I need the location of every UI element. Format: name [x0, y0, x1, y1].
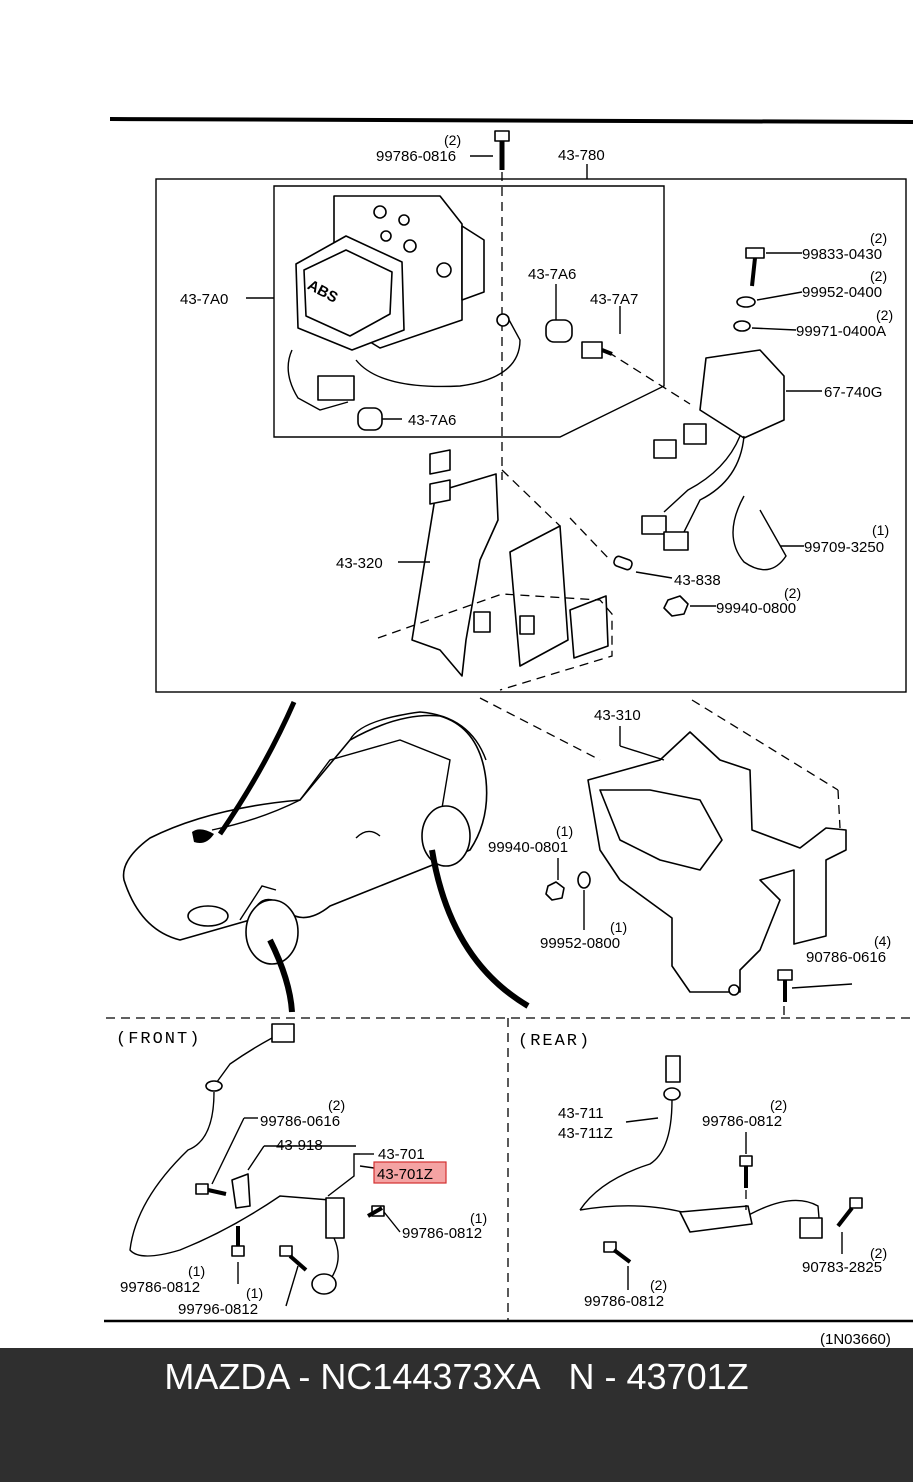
car-illustration — [122, 711, 488, 965]
nut-99940-0800[interactable] — [663, 595, 689, 617]
label-43-310: 43-310 — [594, 707, 641, 724]
bushing-43-7a6-lower[interactable] — [357, 407, 383, 431]
footer-bar — [0, 1348, 913, 1482]
label-99940-0801: 99940-0801 — [488, 839, 568, 856]
label-43-711z: 43-711Z — [558, 1125, 613, 1142]
nut-99940-0801[interactable] — [545, 881, 565, 901]
spring-43-838[interactable] — [613, 555, 633, 571]
hydraulic-unit-subframe — [273, 185, 665, 438]
label-99786-0812-rear-a: 99786-0812 — [702, 1113, 782, 1130]
label-43-701z[interactable]: 43-701Z — [377, 1166, 433, 1183]
label-90783-2825: 90783-2825 — [802, 1259, 882, 1276]
label-99786-0816: 99786-0816 — [376, 148, 456, 165]
callout-front — [267, 938, 295, 1013]
label-99940-0800: 99940-0800 — [716, 600, 796, 617]
label-43-7a6-upper: 43-7A6 — [528, 266, 576, 283]
clip-43-918[interactable] — [231, 1173, 251, 1209]
qty-99786-0812-front-a: (1) — [188, 1263, 205, 1279]
washer-99971-0400a[interactable] — [733, 320, 751, 332]
qty-99796-0812: (1) — [246, 1285, 263, 1301]
section-front: (FRONT) — [116, 1030, 201, 1049]
rear-abs-sensor-harness[interactable] — [579, 1055, 823, 1239]
bracket-43-310[interactable] — [587, 731, 847, 996]
bushing-43-7a6[interactable] — [545, 319, 573, 343]
qty-99786-0816: (2) — [444, 132, 461, 148]
cable-band-99709-3250[interactable] — [732, 495, 787, 571]
abs-control-module[interactable] — [641, 349, 785, 551]
screw-99833-0430[interactable] — [745, 247, 765, 287]
label-99786-0616: 99786-0616 — [260, 1113, 340, 1130]
qty-99786-0812-rear-a: (2) — [770, 1097, 787, 1113]
qty-99940-0800: (2) — [784, 585, 801, 601]
collar-43-7a7[interactable] — [581, 341, 613, 359]
washer-99952-0400[interactable] — [736, 296, 756, 308]
qty-99833-0430: (2) — [870, 230, 887, 246]
washer-99952-0800[interactable] — [577, 871, 591, 889]
bolt-99786-0816[interactable] — [494, 130, 510, 170]
label-90786-0616: 90786-0616 — [806, 949, 886, 966]
bolt-99786-0616-front[interactable] — [195, 1183, 227, 1196]
label-99709-3250: 99709-3250 — [804, 539, 884, 556]
callout-abs — [217, 700, 297, 836]
bolt-90783-2825[interactable] — [836, 1197, 863, 1228]
qty-90786-0616: (4) — [874, 933, 891, 949]
abs-hydraulic-unit[interactable] — [287, 195, 521, 411]
label-99786-0812-rear-b: 99786-0812 — [584, 1293, 664, 1310]
label-99796-0812: 99796-0812 — [178, 1301, 258, 1318]
qty-99952-0800: (1) — [610, 919, 627, 935]
bolt-99786-0812-front-a[interactable] — [231, 1226, 245, 1257]
label-43-7a7: 43-7A7 — [590, 291, 638, 308]
label-43-918: 43-918 — [276, 1137, 323, 1154]
label-99952-0800: 99952-0800 — [540, 935, 620, 952]
top-rule — [109, 117, 913, 124]
qty-99940-0801: (1) — [556, 823, 573, 839]
bolt-99796-0812[interactable] — [279, 1245, 308, 1272]
label-99971-0400a: 99971-0400A — [796, 323, 886, 340]
assembly-frame — [155, 178, 907, 693]
qty-99971-0400a: (2) — [876, 307, 893, 323]
label-43-780: 43-780 — [558, 147, 605, 164]
label-67-740g: 67-740G — [824, 384, 882, 401]
label-99786-0812-front-b: 99786-0812 — [402, 1225, 482, 1242]
label-43-838: 43-838 — [674, 572, 721, 589]
qty-90783-2825: (2) — [870, 1245, 887, 1261]
label-43-7a0: 43-7A0 — [180, 291, 228, 308]
bolt-90786-0616[interactable] — [777, 969, 793, 1002]
label-43-320: 43-320 — [336, 555, 383, 572]
bolt-99786-0812-rear-a[interactable] — [739, 1155, 753, 1188]
label-43-7a6-lower: 43-7A6 — [408, 412, 456, 429]
label-99786-0812-front-a: 99786-0812 — [120, 1279, 200, 1296]
qty-99786-0812-rear-b: (2) — [650, 1277, 667, 1293]
label-43-711: 43-711 — [558, 1105, 604, 1122]
section-rear: (REAR) — [518, 1032, 591, 1051]
label-99952-0400: 99952-0400 — [802, 284, 882, 301]
label-99833-0430: 99833-0430 — [802, 246, 882, 263]
bracket-43-320[interactable] — [411, 449, 609, 677]
qty-99786-0616: (2) — [328, 1097, 345, 1113]
callout-rear — [429, 849, 530, 1009]
front-abs-sensor-harness[interactable] — [129, 1023, 345, 1295]
qty-99709-3250: (1) — [872, 522, 889, 538]
label-43-701: 43-701 — [378, 1146, 425, 1163]
part-number-title: MAZDA - NC144373XA N - 43701Z — [164, 1356, 749, 1397]
reference-code: (1N03660) — [820, 1331, 891, 1348]
qty-99786-0812-front-b: (1) — [470, 1210, 487, 1226]
parts-diagram: ABS — [104, 117, 913, 1348]
qty-99952-0400: (2) — [870, 268, 887, 284]
bolt-99786-0812-rear-b[interactable] — [603, 1241, 632, 1264]
bolt-99786-0812-front-b[interactable] — [367, 1205, 385, 1218]
highlight-43-701z — [373, 1161, 447, 1184]
